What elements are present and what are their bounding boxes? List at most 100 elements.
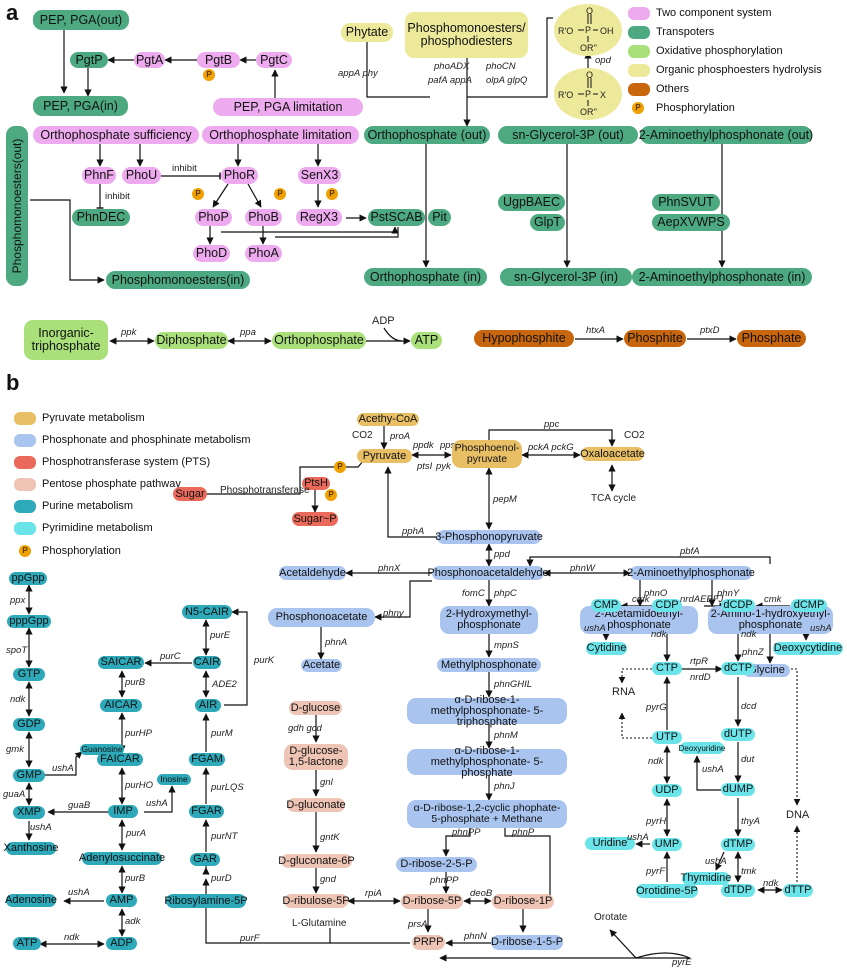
legend-label-ot: Others [656, 83, 690, 95]
node-acetyl-coa: Acethy-CoA [357, 413, 419, 426]
legend-swatch-ot [628, 83, 650, 96]
node-ribosylamine: Ribosylamine-5P [164, 894, 248, 908]
node-phytate: Phytate [341, 23, 393, 42]
phosphorylation-icon: P [632, 102, 644, 114]
label-purB-2: purB [125, 873, 146, 884]
label-deoB: deoB [470, 888, 493, 899]
label-phoCN: phoCN [486, 61, 516, 72]
label-ppx: ppx [10, 595, 26, 606]
node-gmp: GMP [13, 769, 45, 782]
struct-oh: OH [600, 26, 614, 36]
label-proA: proA [390, 431, 411, 442]
edge-sugar [207, 459, 365, 495]
node-adp-b: ADP [106, 937, 137, 950]
edge-mono-out-in [30, 199, 105, 284]
node-faicar: FAICAR [97, 753, 143, 766]
node-dttp: dTTP [783, 884, 813, 897]
node-orthophosphate: Orthophosphate [272, 332, 366, 349]
label-tmk: tmk [741, 866, 757, 877]
label-ndk-3: ndk [651, 629, 667, 640]
node-ribose-cyclic: α-D-ribose-1,2-cyclic phophate- 5-phosph… [407, 800, 567, 828]
label-phny: phny [383, 608, 404, 619]
legend-swatch-pu [14, 500, 36, 513]
label-gdh-gcd: gdh gcd [288, 723, 322, 734]
node-uridine: Uridine [585, 837, 635, 850]
edge-cyclic-r25p [442, 828, 471, 857]
node-phosphomono-di: Phosphomonoesters/ phosphodiesters [405, 12, 528, 58]
struct-p-2: P [585, 89, 592, 99]
node-pppgpp: pppGpp [7, 615, 51, 628]
legend-label-pu: Purine metabolism [42, 500, 134, 512]
label-ppdk: ppdk [413, 440, 434, 451]
legend-swatch-pt [14, 456, 36, 469]
node-regX3: RegX3 [296, 209, 342, 226]
node-xanthosine: Xanthosine [3, 842, 59, 855]
label-tca: TCA cycle [591, 493, 637, 504]
label-phnN: phnN [464, 931, 487, 942]
node-cytidine: Cytidine [586, 642, 627, 655]
node-utp: UTP [652, 731, 682, 744]
node-dribose-15p: D-ribose-1-5-P [490, 935, 564, 950]
label-phoADX: phoADX [434, 61, 470, 72]
node-n5-cair: N5-CAIR [182, 605, 232, 619]
label-purLQS: purLQS [211, 782, 244, 793]
label-adk: adk [125, 916, 141, 927]
node-diphosphate: Diphosphate [155, 332, 228, 349]
node-fgam: FGAM [189, 753, 225, 766]
edge-dump-deoxyuridine [693, 755, 721, 791]
node-d-gluconate-6p: D-gluconate-6P [278, 854, 355, 868]
label-appA-phy: appA phy [338, 68, 378, 79]
label-pbfA: pbfA [680, 546, 700, 557]
label-purHP: purHP [125, 728, 152, 739]
node-acetate: Acetate [301, 659, 342, 672]
label-gnl: gnl [320, 777, 333, 788]
label-pyrE: pyrE [672, 957, 692, 968]
label-ppd: ppd [494, 549, 510, 560]
legend-swatch-ox [628, 45, 650, 58]
node-cmp: CMP [591, 599, 621, 612]
node-ribose-tri: α-D-ribose-1-methylphosphonate- 5-tripho… [407, 694, 567, 727]
label-ushA-4: ushA [146, 798, 168, 809]
label-ndk-5: ndk [648, 756, 664, 767]
node-pep: Phosphoenol- pyruvate [452, 440, 522, 468]
edge-adp-in [383, 327, 403, 342]
label-ptsI: ptsI [417, 461, 433, 472]
edge-ctp-rna [618, 668, 652, 684]
label-purHO: purHO [125, 780, 153, 791]
node-imp: IMP [108, 805, 138, 818]
label-rna: RNA [612, 686, 636, 698]
node-cair: CAIR [193, 656, 221, 669]
node-oxaloacetate: Oxaloacetate [580, 447, 645, 461]
edge-phoR-phoP [212, 183, 229, 208]
label-mpnS: mpnS [494, 640, 519, 651]
label-pphA: pphA [402, 526, 425, 537]
node-ctp: CTP [652, 662, 682, 675]
label-gmk: gmk [6, 744, 24, 755]
edge-phoP-pst [221, 226, 399, 234]
node-aepXVWPS: AepXVWPS [652, 214, 730, 231]
label-dcd: dcd [741, 701, 757, 712]
node-phoB: PhoB [245, 209, 282, 226]
label-phpC: phpC [494, 588, 517, 599]
label-purD: purD [211, 873, 232, 884]
node-xmp: XMP [13, 806, 45, 819]
label-pyrG: pyrG [646, 702, 667, 713]
label-spoT: spoT [6, 645, 28, 656]
node-dutp: dUTP [721, 728, 755, 741]
edge-imp-inosine [144, 785, 176, 813]
label-phnPP-2: phnPP [430, 875, 459, 886]
label-adp: ADP [372, 315, 395, 327]
label-phnA: phnA [325, 637, 348, 648]
node-atp-b: ATP [13, 937, 41, 950]
node-adenosine: Adenosine [5, 894, 57, 907]
node-dump: dUMP [721, 783, 755, 796]
legend-label-pt: Phosphotransferase system (PTS) [42, 456, 211, 468]
node-ppgpp: ppGpp [9, 572, 47, 585]
label-ndk-2: ndk [64, 932, 80, 943]
label-phnO: phnO [644, 588, 668, 599]
node-dribose-25p: D-ribose-2-5-P [396, 857, 477, 872]
node-gdp: GDP [13, 718, 45, 731]
label-phnX: phnX [378, 563, 401, 574]
node-dtmp: dTMP [721, 838, 755, 851]
